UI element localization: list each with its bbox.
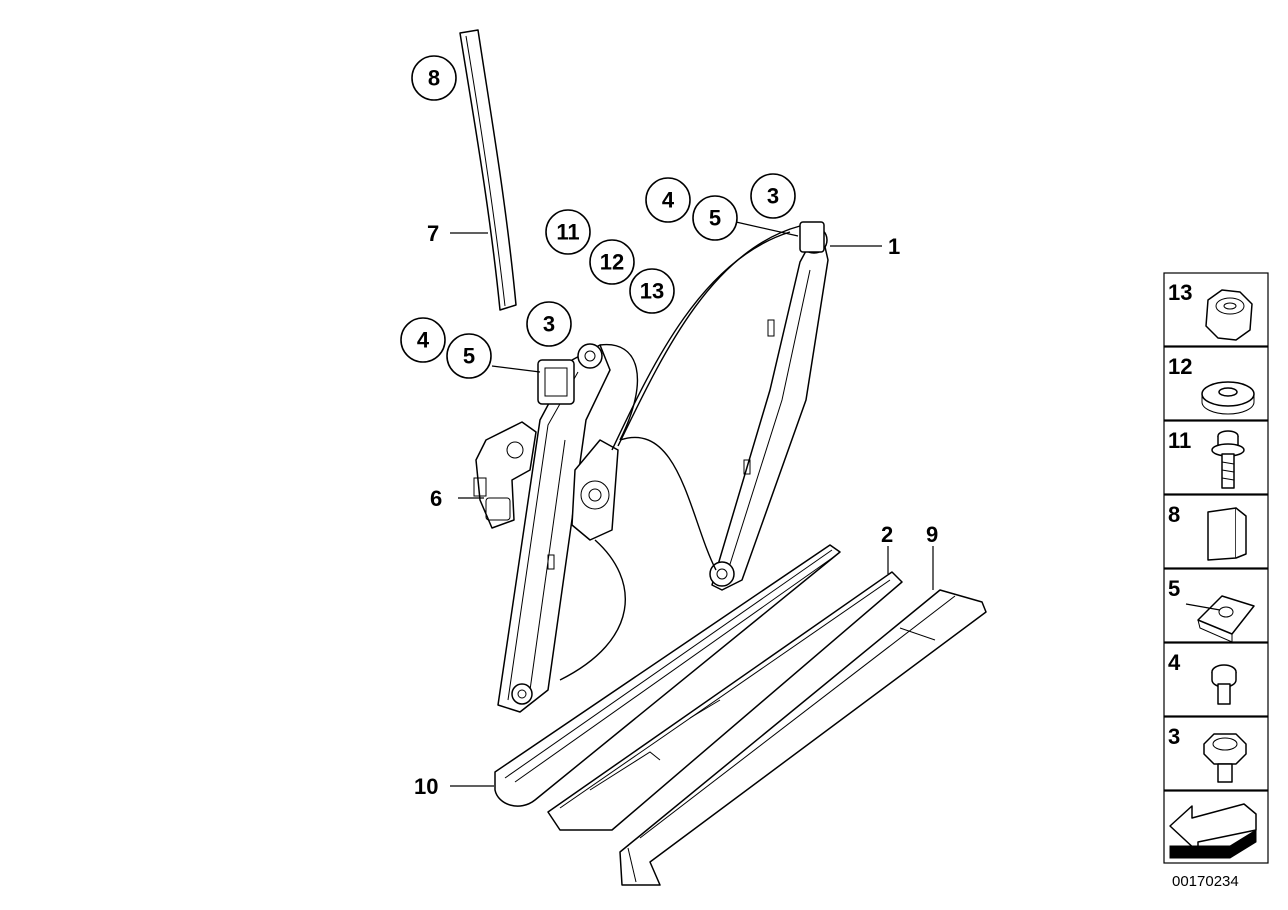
legend-item-8: 8 — [1163, 494, 1269, 569]
callout-5-top: 5 — [692, 195, 738, 241]
svg-text:5: 5 — [463, 344, 475, 369]
svg-text:13: 13 — [1168, 280, 1192, 305]
direction-arrow-icon — [1169, 803, 1257, 859]
label-9: 9 — [926, 522, 938, 547]
callout-8: 8 — [411, 55, 457, 101]
legend-item-5: 5 — [1163, 568, 1269, 643]
legend-item-4: 4 — [1163, 642, 1269, 717]
legend-item-13: 13 — [1163, 272, 1269, 347]
svg-text:4: 4 — [417, 328, 430, 353]
label-7: 7 — [427, 221, 439, 246]
callout-13: 13 — [629, 268, 675, 314]
svg-text:12: 12 — [600, 250, 624, 275]
svg-text:4: 4 — [662, 188, 675, 213]
callout-11: 11 — [545, 209, 591, 255]
window-regulator — [497, 221, 829, 713]
clip-icon — [1207, 507, 1247, 561]
svg-text:11: 11 — [1168, 428, 1191, 453]
svg-text:3: 3 — [767, 184, 779, 209]
sealing-strip — [494, 544, 841, 807]
svg-text:8: 8 — [1168, 502, 1180, 527]
flat-head-screw-icon — [1211, 664, 1237, 705]
svg-text:3: 3 — [543, 312, 555, 337]
window-motor — [473, 421, 537, 529]
callout-3-top: 3 — [750, 173, 796, 219]
svg-text:4: 4 — [1168, 650, 1181, 675]
callout-12: 12 — [589, 239, 635, 285]
label-10: 10 — [414, 774, 438, 799]
clip-nut-icon — [1185, 595, 1255, 643]
callout-5-mid: 5 — [446, 333, 492, 379]
washer-icon — [1201, 381, 1255, 415]
leader-lines — [450, 221, 934, 787]
svg-text:3: 3 — [1168, 724, 1180, 749]
legend-item-11: 11 — [1163, 420, 1269, 495]
label-1: 1 — [888, 234, 900, 259]
hex-bolt-icon — [1203, 733, 1247, 783]
legend-item-12: 12 — [1163, 346, 1269, 421]
svg-text:13: 13 — [640, 279, 664, 304]
svg-text:5: 5 — [709, 206, 721, 231]
svg-text:5: 5 — [1168, 576, 1180, 601]
sill-trim — [547, 571, 903, 831]
callout-4-top: 4 — [645, 177, 691, 223]
label-6: 6 — [430, 486, 442, 511]
callout-3-mid: 3 — [526, 301, 572, 347]
svg-text:8: 8 — [428, 66, 440, 91]
window-guide-strip — [459, 29, 517, 311]
svg-text:12: 12 — [1168, 354, 1192, 379]
legend-item-arrow — [1163, 790, 1269, 864]
side-skirt — [619, 589, 987, 886]
legend-item-3: 3 — [1163, 716, 1269, 791]
callout-4-mid: 4 — [400, 317, 446, 363]
hex-nut-icon — [1205, 289, 1253, 341]
collar-screw-icon — [1211, 430, 1245, 489]
drawing-number: 00170234 — [1172, 873, 1239, 890]
svg-text:11: 11 — [556, 220, 579, 245]
label-2: 2 — [881, 522, 893, 547]
